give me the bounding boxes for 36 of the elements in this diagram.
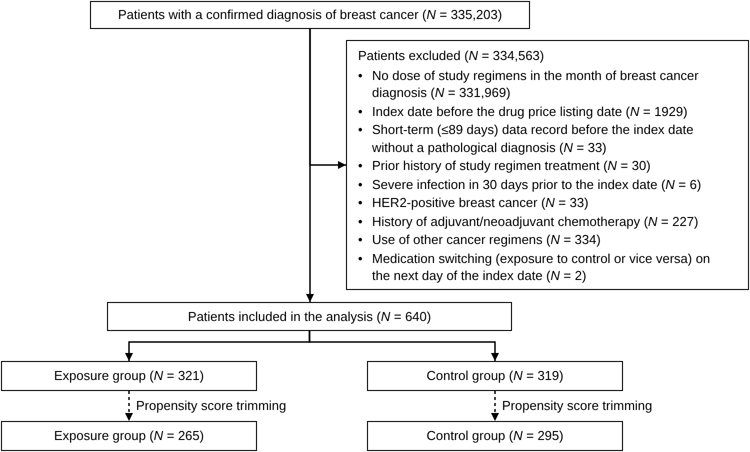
dashed-arrow (125, 391, 133, 421)
bullet-marker: • (358, 194, 364, 212)
box-heading: Patients excluded (N = 334,563) (358, 47, 546, 65)
bullet-marker: • (358, 250, 364, 268)
exclusion-box (346, 40, 749, 290)
process-box (367, 421, 623, 451)
bullet-marker: • (358, 121, 364, 139)
bullet-item: Severe infection in 30 days prior to the index date (N = 6) (372, 176, 702, 193)
box-text: Exposure group (N = 321) (54, 367, 204, 386)
bullet-marker: • (358, 212, 364, 230)
dashed-arrow (491, 391, 499, 421)
process-box (367, 361, 623, 391)
box-text: Exposure group (N = 265) (54, 427, 204, 446)
bullet-marker: • (358, 157, 364, 174)
bullet-marker: • (358, 66, 364, 84)
process-box (107, 302, 512, 331)
bullet-marker: • (358, 176, 364, 193)
box-text: Control group (N = 295) (426, 427, 564, 446)
bullet-item: Short-term (≤89 days) data record before the index date without a pathological diagnosis (N = 33) (372, 121, 694, 156)
process-box (1, 361, 257, 391)
bullet-item: Medication switching (exposure to control or vice versa) on the next day of the index date (N = 2) (372, 250, 712, 284)
bullet-marker: • (358, 231, 364, 248)
bullet-item: No dose of study regimens in the month of breast cancer diagnosis (N = 331,969) (372, 66, 700, 102)
bullet-item: Prior history of study regimen treatment (N = 30) (372, 157, 651, 174)
box-text: Patients included in the analysis (N = 640) (188, 308, 432, 326)
bullet-item: History of adjuvant/neoadjuvant chemotherapy (N = 227) (372, 212, 698, 230)
process-box (90, 1, 530, 29)
box-text: Control group (N = 319) (426, 367, 564, 386)
arrow (306, 29, 314, 302)
box-text: Patients with a confirmed diagnosis of breast cancer (N = 335,203) (118, 6, 502, 24)
arrow (308, 331, 499, 361)
process-box (1, 421, 257, 451)
bullet-item: Use of other cancer regimens (N = 334) (372, 231, 601, 248)
bullet-item: Index date before the drug price listing date (N = 1929) (372, 102, 688, 120)
bullet-marker: • (358, 102, 364, 120)
bullet-item: HER2-positive breast cancer (N = 33) (372, 194, 588, 212)
